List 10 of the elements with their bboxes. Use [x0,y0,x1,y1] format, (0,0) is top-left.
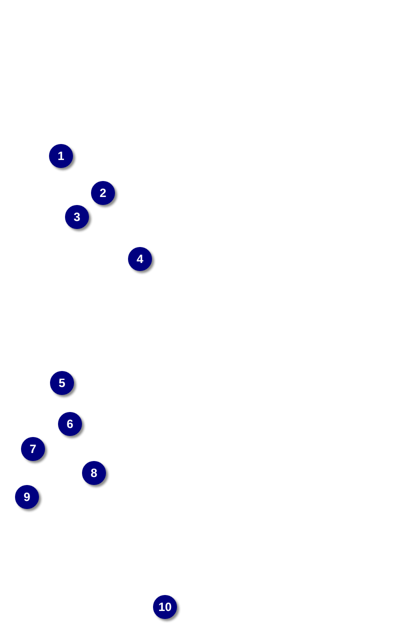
callout-number: 9 [15,485,39,509]
callout-number: 7 [21,437,45,461]
callout-number: 6 [58,412,82,436]
callout-number: 8 [82,461,106,485]
callout-number: 3 [65,205,89,229]
callout-number: 5 [50,371,74,395]
callout-number: 1 [49,144,73,168]
callout-number: 10 [153,595,177,619]
callout-number: 4 [128,247,152,271]
callout-number: 2 [91,181,115,205]
